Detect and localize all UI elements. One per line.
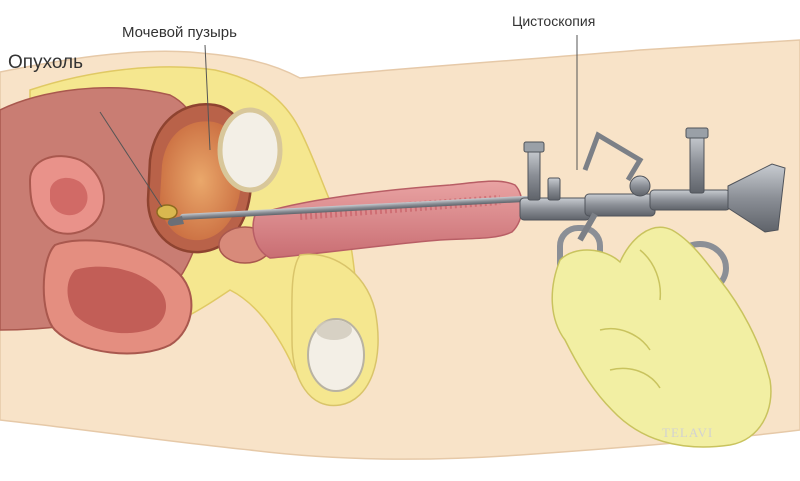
glove-finger-lines	[599, 249, 662, 389]
gloved-hand	[551, 226, 772, 448]
cystoscope-tip	[167, 216, 184, 226]
epididymis	[316, 320, 352, 340]
watermark: TELAVI	[662, 425, 714, 440]
tumor-leader	[99, 111, 163, 208]
cystoscope-label: Цистоскопия	[512, 13, 596, 29]
tumor-label: Опухоль	[8, 52, 83, 73]
bladder-label: Мочевой пузырь	[122, 24, 237, 41]
bladder-leader	[204, 44, 211, 151]
cystoscope-shaft	[179, 195, 530, 220]
pubic-bone	[217, 107, 283, 193]
rectum-inner	[50, 177, 88, 216]
tumor-mass	[156, 204, 178, 220]
colon-inner	[67, 266, 167, 334]
